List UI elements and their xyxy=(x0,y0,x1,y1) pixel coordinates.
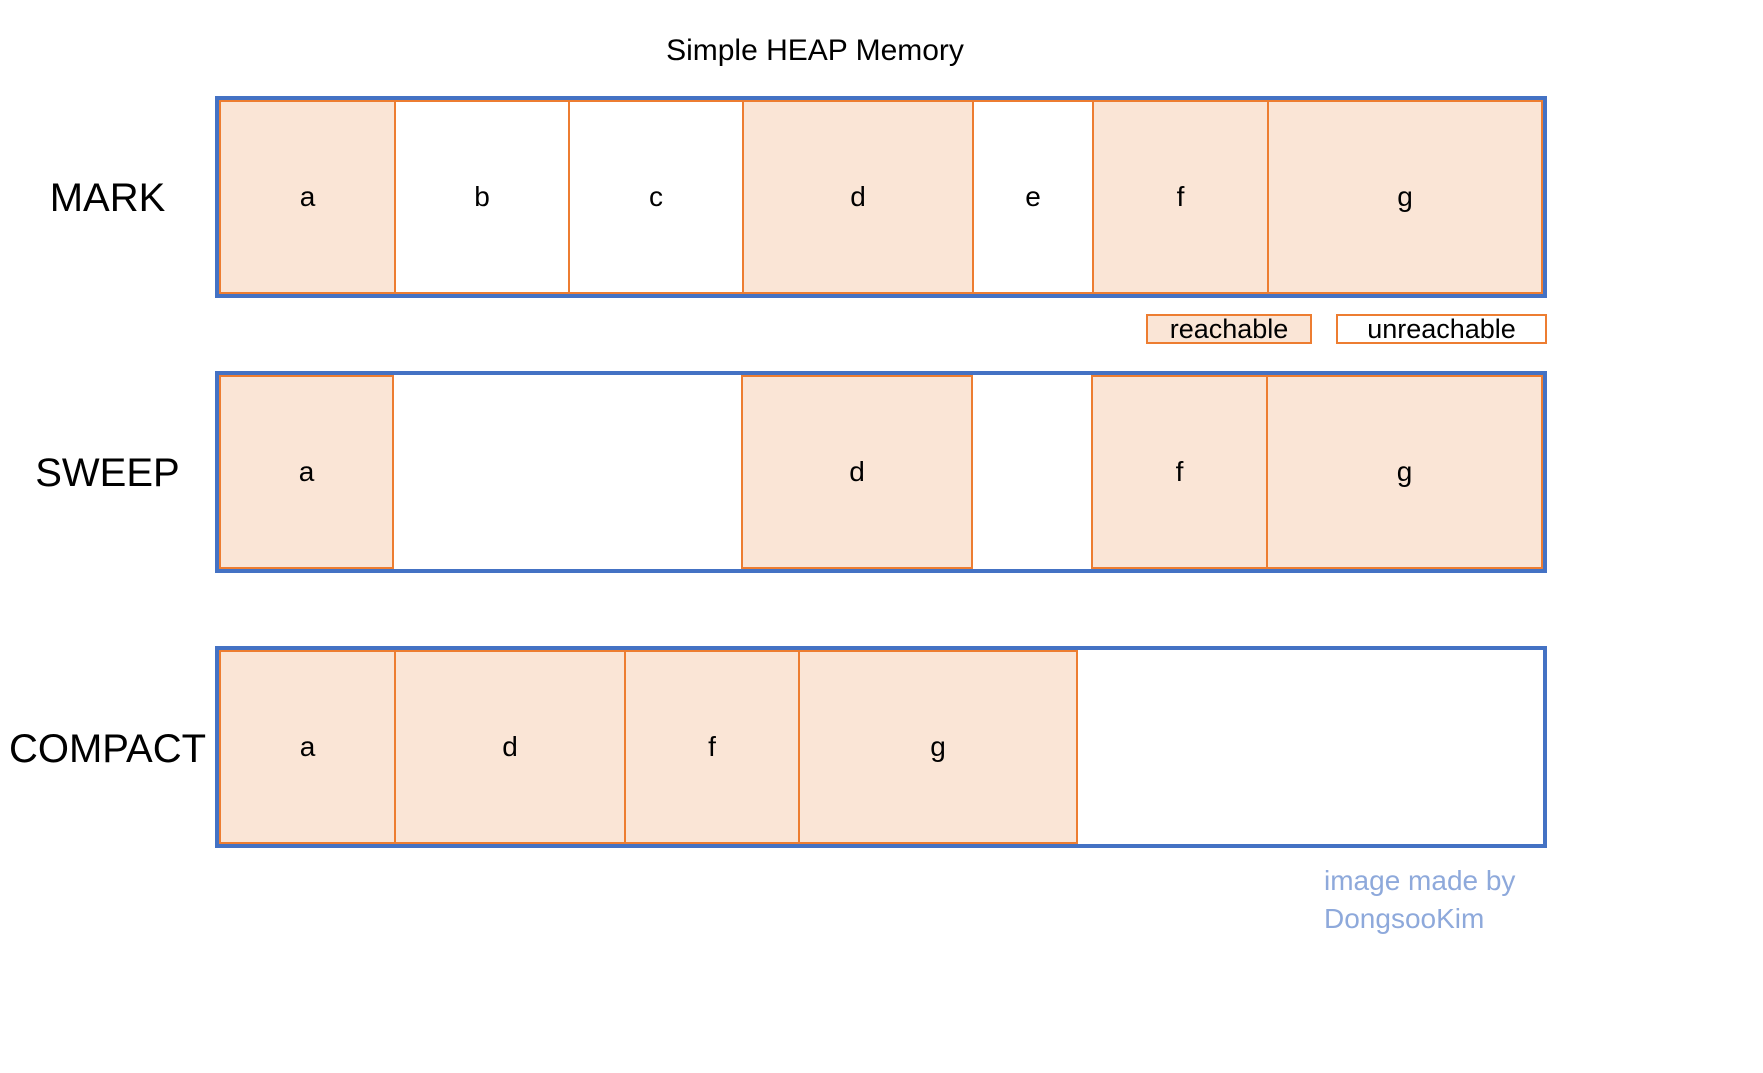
block-f: f xyxy=(1092,100,1269,294)
block-g: g xyxy=(1267,100,1543,294)
block-g: g xyxy=(798,650,1078,844)
heap-sweep: a d f g xyxy=(215,371,1547,573)
block-b: b xyxy=(394,100,570,294)
row-label-sweep: SWEEP xyxy=(35,451,180,495)
row-label-mark: MARK xyxy=(49,176,166,220)
block-d: d xyxy=(742,100,974,294)
diagram-title: Simple HEAP Memory xyxy=(666,34,964,67)
block-g: g xyxy=(1266,375,1543,569)
block-c: c xyxy=(568,100,744,294)
block-a: a xyxy=(219,375,394,569)
legend-reachable: reachable xyxy=(1146,314,1312,344)
block-a: a xyxy=(219,100,396,294)
credit-line-1: image made by xyxy=(1324,865,1516,896)
block-a: a xyxy=(219,650,396,844)
legend-unreachable: unreachable xyxy=(1336,314,1547,344)
credit-line-2: DongsooKim xyxy=(1324,903,1485,934)
heap-mark: a b c d e f g xyxy=(215,96,1547,298)
image-credit: image made by DongsooKim xyxy=(1324,862,1515,938)
row-label-compact: COMPACT xyxy=(8,727,207,771)
block-e: e xyxy=(972,100,1094,294)
block-d: d xyxy=(394,650,626,844)
block-f: f xyxy=(624,650,800,844)
block-f: f xyxy=(1091,375,1268,569)
block-d: d xyxy=(741,375,973,569)
heap-compact: a d f g xyxy=(215,646,1547,848)
